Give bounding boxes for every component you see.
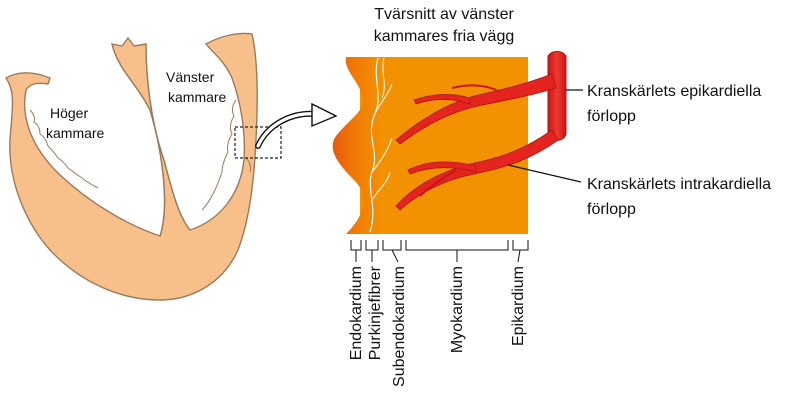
- epicardial-vessel-trunk: [547, 51, 567, 141]
- purkinje-fiber-2: [373, 83, 393, 117]
- bracket-purkinjefibrer: [365, 240, 379, 251]
- bracket-subendokardium: [382, 240, 402, 251]
- purkinje-fiber-3: [371, 137, 393, 173]
- section-title-line2: kammares fria vägg: [374, 28, 515, 45]
- layer-label-epikardium: Epikardium: [510, 266, 527, 346]
- section-title-line1: Tvärsnitt av vänster: [374, 6, 514, 23]
- purkinje-fiber-5: [381, 57, 385, 99]
- right-ventricle-label-line2: kammare: [46, 125, 105, 141]
- intramural-twig-lower-2: [419, 169, 457, 197]
- wall-selection-box: [234, 126, 282, 159]
- myocardium-block: [360, 57, 528, 234]
- intramural-twig-upper: [413, 94, 471, 105]
- left-ventricle-label-line2: kammare: [168, 89, 227, 105]
- epicardial-label-line1: Kranskärlets epikardiella: [587, 83, 761, 100]
- heart-section-shape: [4, 32, 258, 301]
- papillary-stub: [245, 157, 251, 173]
- septum-edge-right: [145, 43, 191, 231]
- wall-section: [332, 57, 528, 234]
- heart-outline-group: [4, 32, 258, 301]
- intramural-twig-upper-2: [451, 84, 501, 93]
- septum-edge-left: [111, 43, 166, 237]
- endocardium-wave: [332, 57, 382, 234]
- epicardial-label-line2: förlopp: [587, 108, 636, 125]
- purkinje-fiber-1: [369, 57, 379, 233]
- trabeculae-right: [29, 109, 99, 189]
- layer-label-purkinjefibrer: Purkinjefibrer: [367, 265, 384, 360]
- left-ventricle-label-line1: Vänster: [166, 69, 215, 85]
- intramural-branch-lower: [395, 129, 559, 211]
- intracardial-label-line1: Kranskärlets intrakardiella: [587, 176, 771, 193]
- intramural-branch-upper: [395, 73, 557, 145]
- layer-label-myokardium: Myokardium: [449, 266, 466, 353]
- layer-brackets: [350, 240, 529, 263]
- coronary-vessels: [395, 51, 567, 211]
- zoom-arrow-head: [311, 102, 338, 128]
- bracket-myokardium: [405, 240, 509, 251]
- layer-label-endokardium: Endokardium: [348, 266, 365, 360]
- bracket-epikardium: [512, 240, 529, 251]
- layer-label-subendokardium: Subendokardium: [391, 266, 408, 387]
- purkinje-fiber-4: [371, 171, 391, 201]
- right-ventricle-label-line1: Höger: [50, 105, 88, 121]
- intramural-twig-lower: [407, 161, 477, 175]
- bracket-endokardium: [350, 240, 362, 251]
- intracardial-leader: [507, 164, 582, 183]
- intracardial-label-line2: förlopp: [587, 201, 636, 218]
- trabeculae-left: [201, 99, 237, 211]
